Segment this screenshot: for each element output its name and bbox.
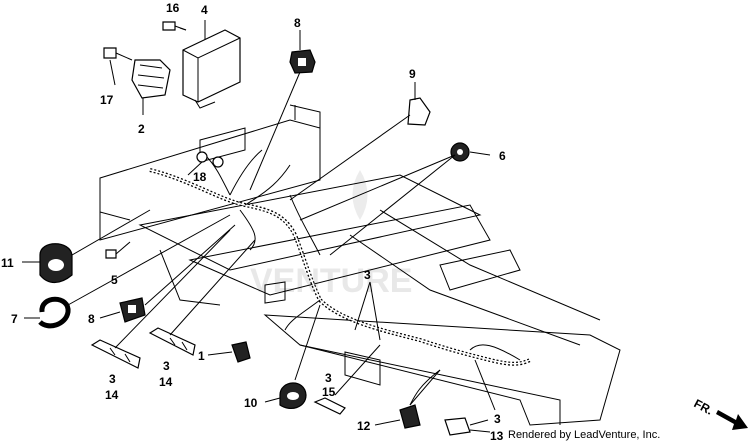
callout-16: 16 xyxy=(166,1,180,15)
callout-5: 5 xyxy=(111,273,118,287)
credit-text: Rendered by LeadVenture, Inc. xyxy=(508,429,661,441)
callout-3-lower: 3 xyxy=(325,371,332,385)
part-grommet-6 xyxy=(450,142,470,162)
callout-6: 6 xyxy=(499,149,506,163)
part-bracket-2 xyxy=(131,59,171,99)
part-cover-14a xyxy=(90,339,141,369)
callout-7: 7 xyxy=(11,312,18,326)
callout-10: 10 xyxy=(244,396,258,410)
part-grommet-11 xyxy=(39,243,73,284)
callout-14-mid: 14 xyxy=(159,375,173,389)
front-arrow-icon xyxy=(716,410,748,430)
callout-3-mid: 3 xyxy=(163,359,170,373)
part-clamp-12 xyxy=(399,404,421,429)
part-nut-18 xyxy=(196,151,224,168)
leader-lines xyxy=(22,20,496,433)
part-bolt-17 xyxy=(103,47,133,61)
part-connector-8a xyxy=(289,49,316,74)
callout-3-center: 3 xyxy=(364,268,371,282)
chassis-frame xyxy=(99,104,621,426)
callout-17: 17 xyxy=(100,93,114,107)
part-connector-8b xyxy=(119,297,146,323)
callout-8-top: 8 xyxy=(294,16,301,30)
callout-15: 15 xyxy=(322,385,336,399)
callout-9: 9 xyxy=(409,67,416,81)
part-relay-box-4 xyxy=(182,29,241,109)
callout-8-left: 8 xyxy=(88,312,95,326)
part-clip-1 xyxy=(231,341,251,363)
part-bolt-5 xyxy=(105,241,131,259)
part-cover-15 xyxy=(313,397,346,415)
part-clip-13 xyxy=(444,417,471,436)
part-grommet-10 xyxy=(279,382,307,409)
callout-2: 2 xyxy=(138,122,145,136)
callout-3-right: 3 xyxy=(494,412,501,426)
callout-1: 1 xyxy=(198,349,205,363)
front-direction-label: FR. xyxy=(692,396,716,417)
callout-labels: 16 4 8 17 2 9 6 18 11 5 3 7 8 1 3 14 3 1… xyxy=(1,1,506,443)
front-direction-indicator: FR. xyxy=(692,396,748,430)
callout-3-left: 3 xyxy=(109,372,116,386)
part-clip-9 xyxy=(407,97,431,126)
callout-18: 18 xyxy=(193,170,207,184)
callout-13: 13 xyxy=(490,429,504,443)
part-clamp-7 xyxy=(38,296,71,329)
part-cover-14b xyxy=(148,327,196,356)
callout-11: 11 xyxy=(1,256,14,270)
callout-4: 4 xyxy=(201,3,208,17)
callout-12: 12 xyxy=(357,419,371,433)
callout-14-left: 14 xyxy=(105,388,119,402)
